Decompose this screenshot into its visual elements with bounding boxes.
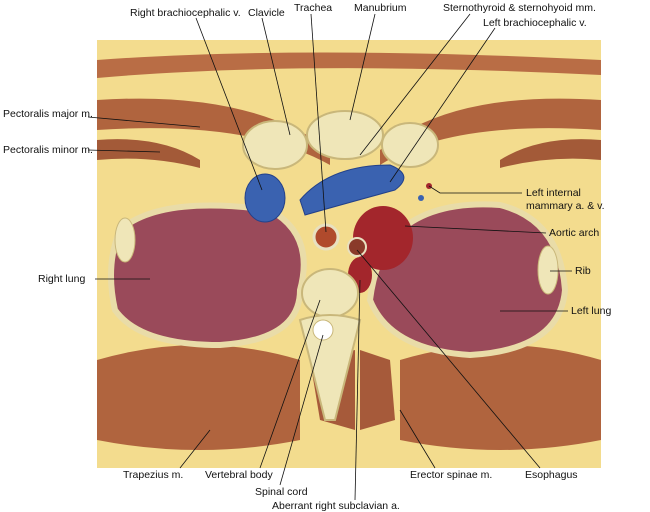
esophagus-shape xyxy=(347,237,367,257)
rib-left xyxy=(537,245,559,295)
left-lung-shape xyxy=(366,201,569,359)
superficial-muscle xyxy=(97,52,601,78)
pectoralis-minor-right xyxy=(97,139,200,168)
trapezius-right xyxy=(97,345,300,450)
label-right-lung: Right lung xyxy=(38,273,86,285)
label-rib: Rib xyxy=(575,265,591,277)
clavicle-bone xyxy=(242,120,308,170)
label-left-internal-mammary-2: mammary a. & v. xyxy=(526,200,605,212)
label-sternothyroid: Sternothyroid & sternohyoid mm. xyxy=(443,2,596,14)
label-left-internal-mammary-1: Left internal xyxy=(526,187,581,199)
leader-lines xyxy=(87,13,572,501)
label-left-brachiocephalic-v: Left brachiocephalic v. xyxy=(483,17,587,29)
vertebral-arch xyxy=(298,314,362,421)
label-erector-spinae: Erector spinae m. xyxy=(410,469,493,481)
left-clavicle-bone xyxy=(381,122,439,168)
label-left-lung: Left lung xyxy=(571,305,612,317)
right-brachiocephalic-vein xyxy=(244,173,286,223)
label-manubrium: Manubrium xyxy=(354,2,407,14)
trapezius-left xyxy=(400,345,601,450)
left-brachiocephalic-vein xyxy=(299,164,405,216)
label-aortic-arch: Aortic arch xyxy=(549,227,600,239)
label-right-brachiocephalic-v: Right brachiocephalic v. xyxy=(130,7,241,19)
aortic-arch-shape xyxy=(353,206,413,270)
right-lung-shape xyxy=(108,202,307,349)
label-esophagus: Esophagus xyxy=(525,469,578,481)
label-spinal-cord: Spinal cord xyxy=(255,486,308,498)
label-clavicle: Clavicle xyxy=(248,7,285,19)
trachea-shape xyxy=(312,223,340,251)
erector-spinae-left xyxy=(360,350,395,430)
pectoralis-major-right xyxy=(97,98,330,165)
manubrium-bone xyxy=(306,110,384,160)
pectoralis-minor-left xyxy=(500,139,601,168)
label-aberrant-subclavian: Aberrant right subclavian a. xyxy=(272,500,400,512)
spinal-cord-shape xyxy=(312,319,334,341)
label-vertebral-body: Vertebral body xyxy=(205,469,273,481)
label-trapezius: Trapezius m. xyxy=(123,469,184,481)
internal-mammary-vein xyxy=(418,195,424,201)
label-pectoralis-minor: Pectoralis minor m. xyxy=(3,144,93,156)
label-pectoralis-major: Pectoralis major m. xyxy=(3,108,93,120)
vertebral-body-shape xyxy=(301,268,359,318)
label-trachea: Trachea xyxy=(294,2,333,14)
pectoralis-major-left xyxy=(380,98,601,165)
rib-right xyxy=(114,217,136,263)
